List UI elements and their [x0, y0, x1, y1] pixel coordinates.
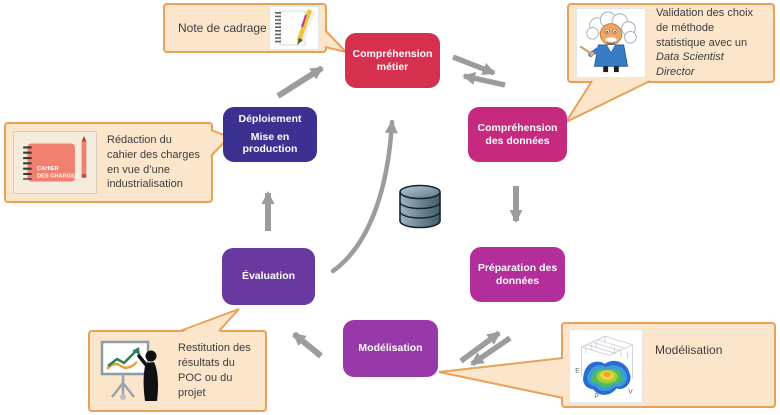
note-de-cadrage-label: Note de cadrage [178, 20, 267, 35]
callout-validation: Validation des choix de méthode statisti… [567, 3, 775, 83]
arrow-donnees-to-metier [462, 72, 506, 88]
validation-label-italic: Data Scientist Director [656, 51, 724, 79]
cahier-des-charges-icon: CAHIER DES CHARGES [13, 131, 97, 194]
box-evaluation: Évaluation [222, 248, 315, 305]
database-icon [399, 184, 441, 229]
arrow-modelisation-to-evaluation [292, 331, 323, 359]
svg-text:DES CHARGES: DES CHARGES [37, 174, 79, 180]
arrow-evaluation-to-metier-curve [330, 119, 398, 274]
box-modelisation: Modélisation [343, 320, 438, 377]
surface-plot-icon: E P V [569, 329, 643, 403]
arrow-metier-to-donnees [452, 54, 496, 76]
callout-restitution: Restitution des résultats du POC ou du p… [88, 330, 267, 412]
einstein-pointer-icon [576, 8, 646, 78]
arrow-deploiement-to-metier [276, 65, 324, 99]
arrow-modelisation-to-preparation [459, 330, 501, 364]
modelisation-callout-label: Modélisation [655, 343, 723, 357]
box-deploiement: Déploiement Mise en production [223, 107, 317, 162]
svg-text:V: V [628, 389, 633, 396]
box-preparation-donnees: Préparation des données [470, 247, 565, 302]
svg-text:CAHIER: CAHIER [37, 166, 59, 172]
restitution-label: Restitution des résultats du POC ou du p… [178, 342, 251, 399]
svg-text:E: E [575, 367, 579, 374]
callout-note-de-cadrage: Note de cadrage [163, 3, 327, 53]
callout-modelisation: E P V Modélisation [561, 322, 776, 408]
presentation-flipchart-icon [98, 338, 168, 404]
box-comprehension-metier: Compréhension métier [345, 33, 440, 88]
validation-label: Validation des choix de méthode statisti… [656, 6, 754, 79]
redaction-label: Rédaction du cahier des charges en vue d… [107, 133, 200, 191]
svg-text:P: P [594, 393, 598, 400]
callout-redaction: CAHIER DES CHARGES Rédaction du cahier d… [4, 122, 213, 203]
arrow-preparation-to-modelisation [470, 335, 512, 367]
box-comprehension-donnees: Compréhension des données [468, 107, 567, 162]
notebook-pencil-icon [269, 6, 319, 50]
